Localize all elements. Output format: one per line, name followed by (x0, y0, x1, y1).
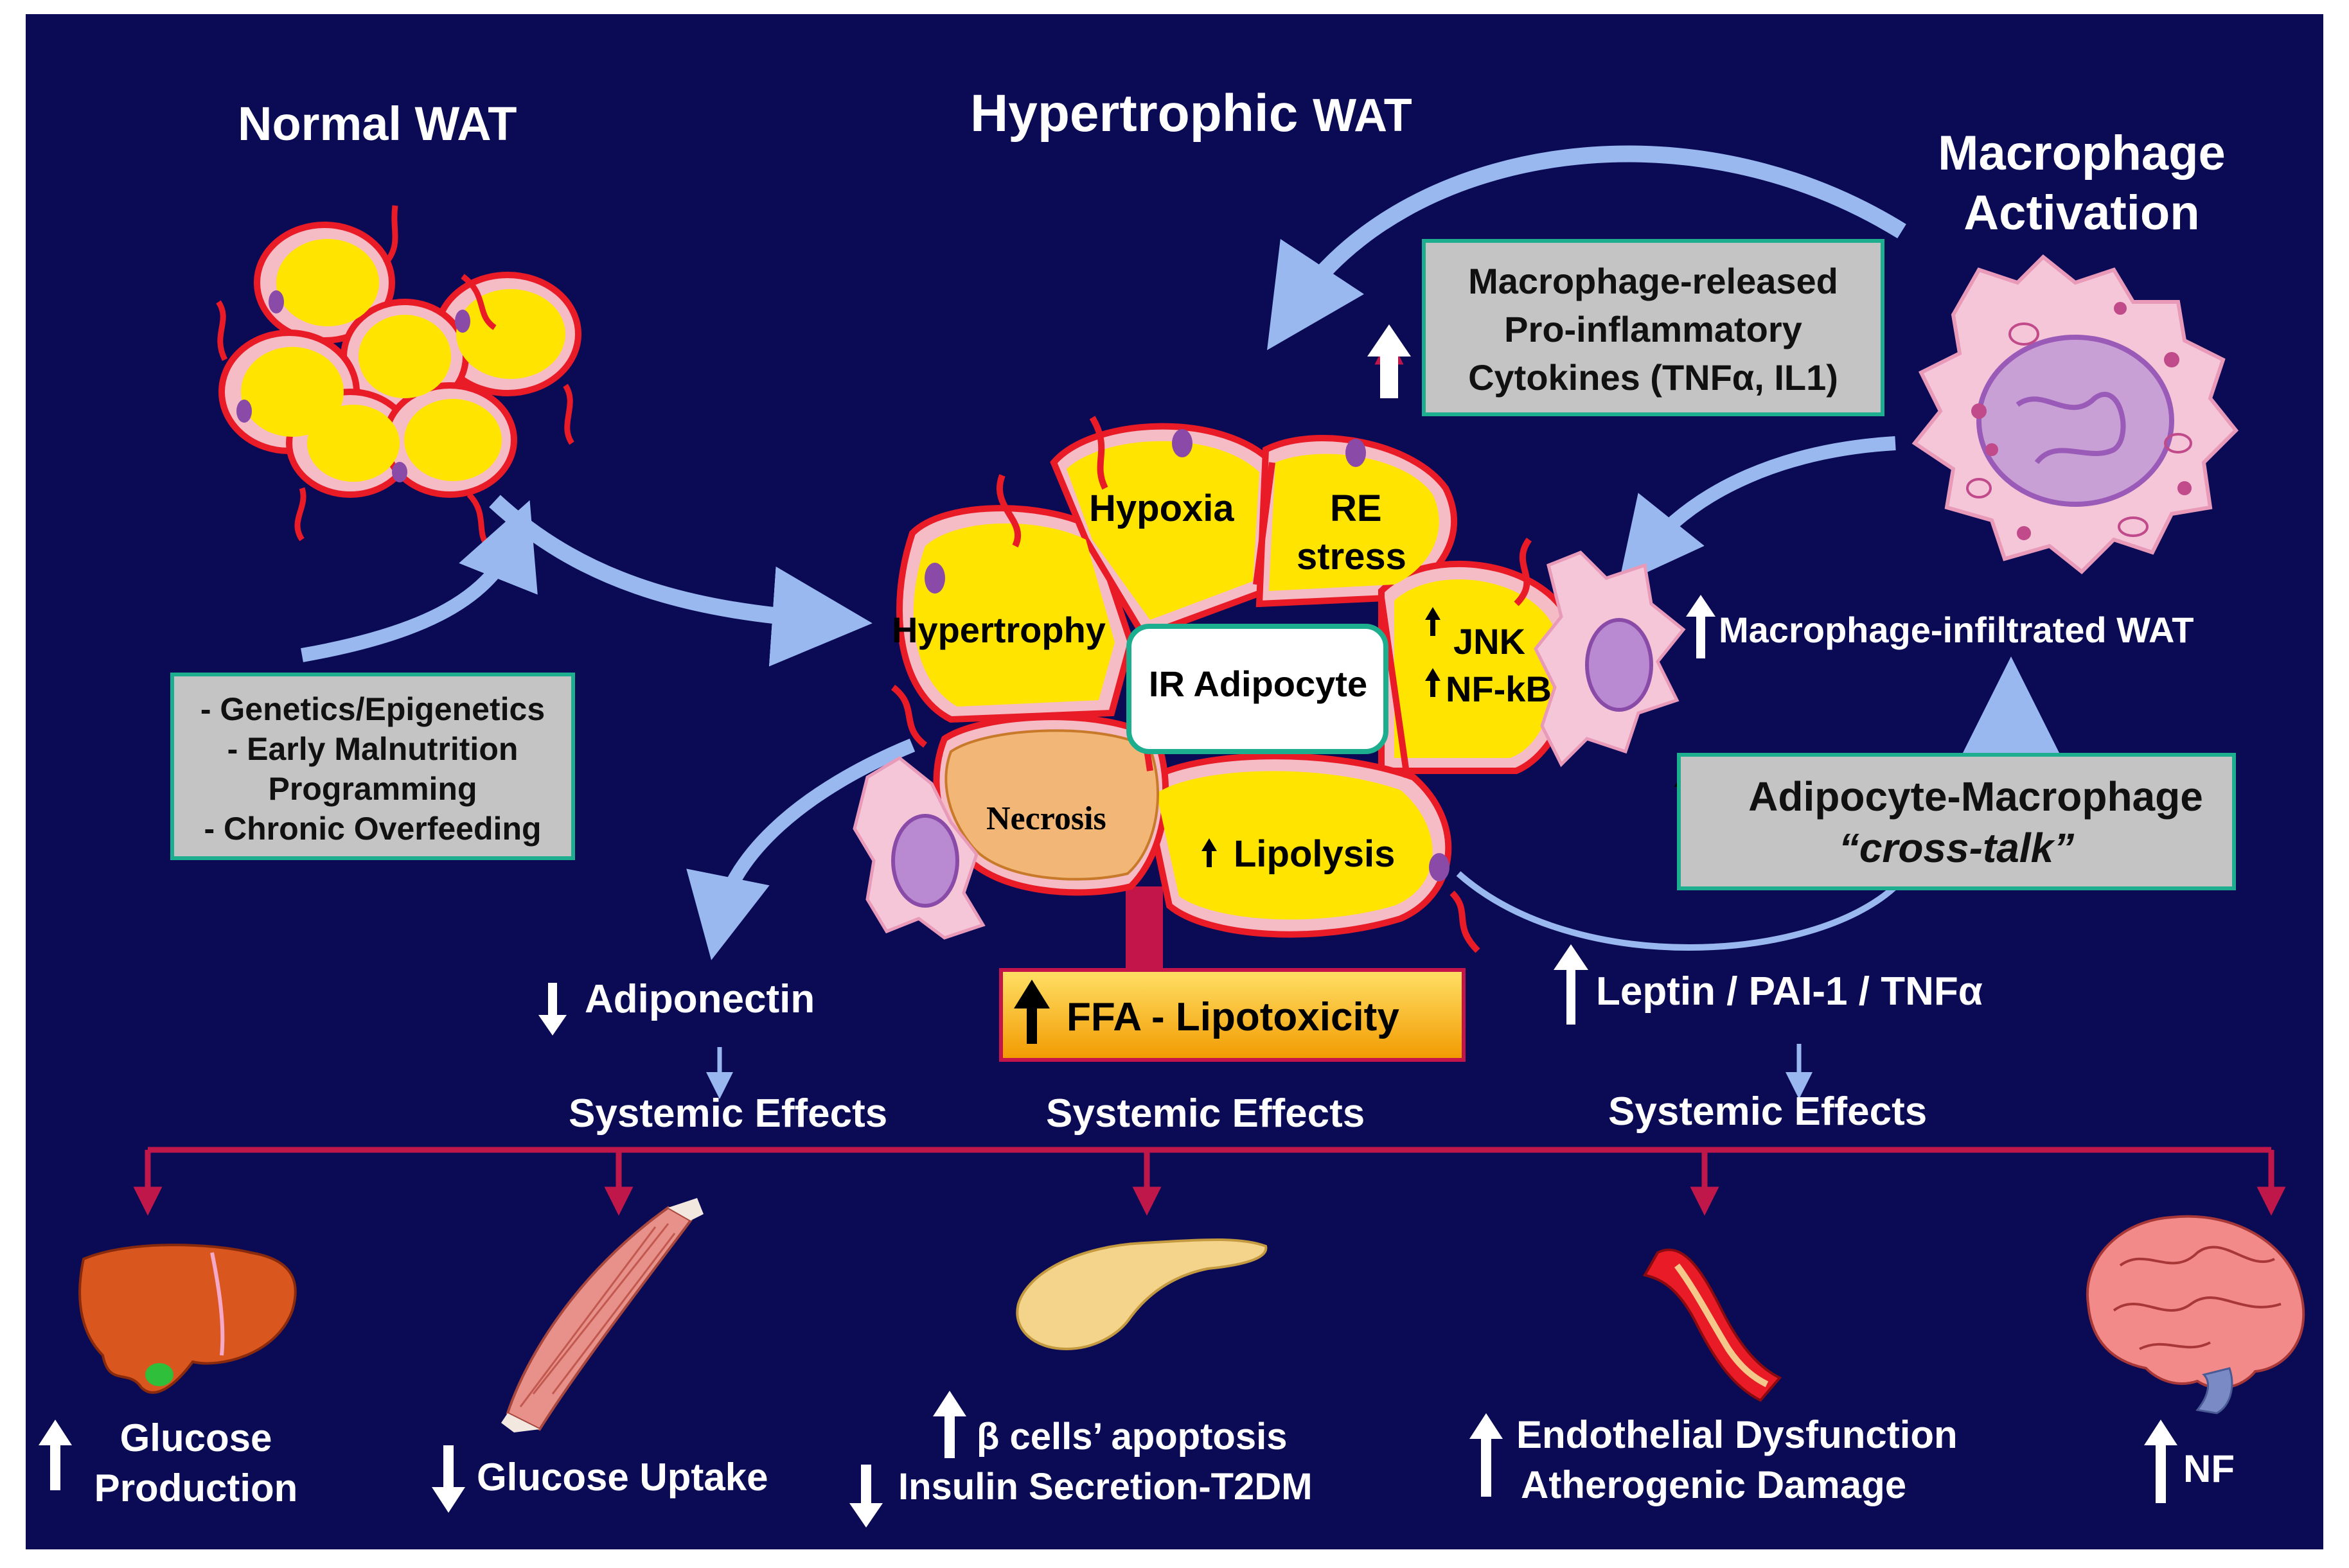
liver-outcome: Glucose Production (84, 1413, 308, 1513)
pancreas-outcome-line2: Insulin Secretion-T2DM (898, 1466, 1313, 1508)
macrophage-activation-title: Macrophage Activation (1928, 125, 2236, 241)
nfkb-label: NF-kB (1446, 669, 1552, 709)
brain-icon (2086, 1215, 2305, 1414)
ir-adipocyte-label: IR Adipocyte (1148, 664, 1368, 704)
cause-malnutrition: - Early Malnutrition (227, 731, 519, 767)
normal-wat-cluster (216, 205, 581, 549)
pancreas-icon (1016, 1238, 1268, 1351)
liver-outcome-line1: Glucose (120, 1416, 272, 1459)
crosstalk-line1: Adipocyte-Macrophage (1748, 773, 2203, 820)
cytokine-arrow (1266, 145, 1906, 351)
re-stress-label-1: RE (1330, 488, 1382, 529)
necrosis-label: Necrosis (986, 800, 1106, 837)
cytokines-line3: Cytokines (TNFα, IL1) (1468, 357, 1838, 398)
macrophage-title-line1: Macrophage (1938, 126, 2226, 181)
lipolysis-label: Lipolysis (1234, 833, 1396, 875)
infiltrating-macrophage-left (853, 755, 986, 940)
normal-to-hypertrophic-arrow (489, 495, 873, 667)
progression-arrow (301, 500, 538, 662)
hypertrophy-label: Hypertrophy (892, 610, 1106, 650)
re-stress-label-2: stress (1297, 536, 1406, 577)
hypertrophic-word: Hypertrophic (970, 84, 1299, 143)
cytokines-line1: Macrophage-released (1468, 261, 1838, 301)
hypertrophic-wat-title: Hypertrophic WAT (970, 84, 1412, 144)
pancreas-outcome: β cells’ apoptosis Insulin Secretion-T2D… (898, 1412, 1313, 1512)
hypertrophic-wat-word: WAT (1313, 90, 1412, 141)
leptin-pai-tnf-label: Leptin / PAI-1 / TNFα (1596, 969, 1983, 1014)
brain-outcome: NF (2183, 1447, 2235, 1490)
lipolysis-crosstalk-arc (1456, 871, 1898, 951)
systemic-effects-left: Systemic Effects (569, 1091, 888, 1136)
causes-box: - Genetics/Epigenetics - Early Malnutrit… (170, 673, 575, 860)
systemic-down-arrows (706, 1044, 1813, 1099)
jnk-label: JNK (1453, 621, 1526, 662)
hypoxia-label: Hypoxia (1089, 488, 1234, 529)
white-arrows (39, 324, 2177, 1528)
muscle-icon (501, 1198, 704, 1432)
systemic-effects-right: Systemic Effects (1608, 1089, 1928, 1134)
crosstalk-box: Adipocyte-Macrophage “cross-talk” (1677, 753, 2236, 890)
liver-icon (78, 1244, 297, 1394)
vessel-outcome: Endothelial Dysfunction Atherogenic Dama… (1516, 1410, 1958, 1510)
cause-overfeeding: - Chronic Overfeeding (204, 811, 542, 847)
cytokines-line2: Pro-inflammatory (1504, 309, 1802, 349)
systemic-distribution-line (133, 1147, 2286, 1216)
ffa-lipotoxicity-label: FFA - Lipotoxicity (1067, 995, 1399, 1039)
macrophage-title-line2: Activation (1963, 186, 2200, 240)
vessel-outcome-line1: Endothelial Dysfunction (1516, 1413, 1958, 1456)
macrophage-to-cluster-arrow (1618, 436, 1896, 586)
ffa-box (999, 968, 1466, 1062)
liver-outcome-line2: Production (94, 1467, 298, 1510)
normal-wat-title: Normal WAT (238, 97, 517, 150)
cytokines-box: Macrophage-released Pro-inflammatory Cyt… (1422, 239, 1884, 416)
blood-vessel-icon (1642, 1248, 1782, 1402)
vessel-outcome-line2: Atherogenic Damage (1521, 1463, 1907, 1506)
activated-macrophage (1911, 254, 2239, 575)
infiltrating-macrophage-right (1534, 551, 1686, 768)
muscle-outcome: Glucose Uptake (477, 1456, 768, 1499)
crosstalk-line2: “cross-talk” (1838, 825, 2075, 871)
macrophage-infiltrated-label: Macrophage-infiltrated WAT (1719, 610, 2194, 650)
hypertrophic-wat-cluster (891, 416, 1578, 970)
cause-genetics: - Genetics/Epigenetics (200, 691, 545, 727)
cause-programming: Programming (268, 771, 477, 807)
systemic-effects-center: Systemic Effects (1046, 1091, 1365, 1136)
adiponectin-label: Adiponectin (585, 977, 815, 1021)
necrosis-to-adiponectin-arrow (686, 738, 916, 960)
pancreas-outcome-line1: β cells’ apoptosis (977, 1416, 1288, 1458)
